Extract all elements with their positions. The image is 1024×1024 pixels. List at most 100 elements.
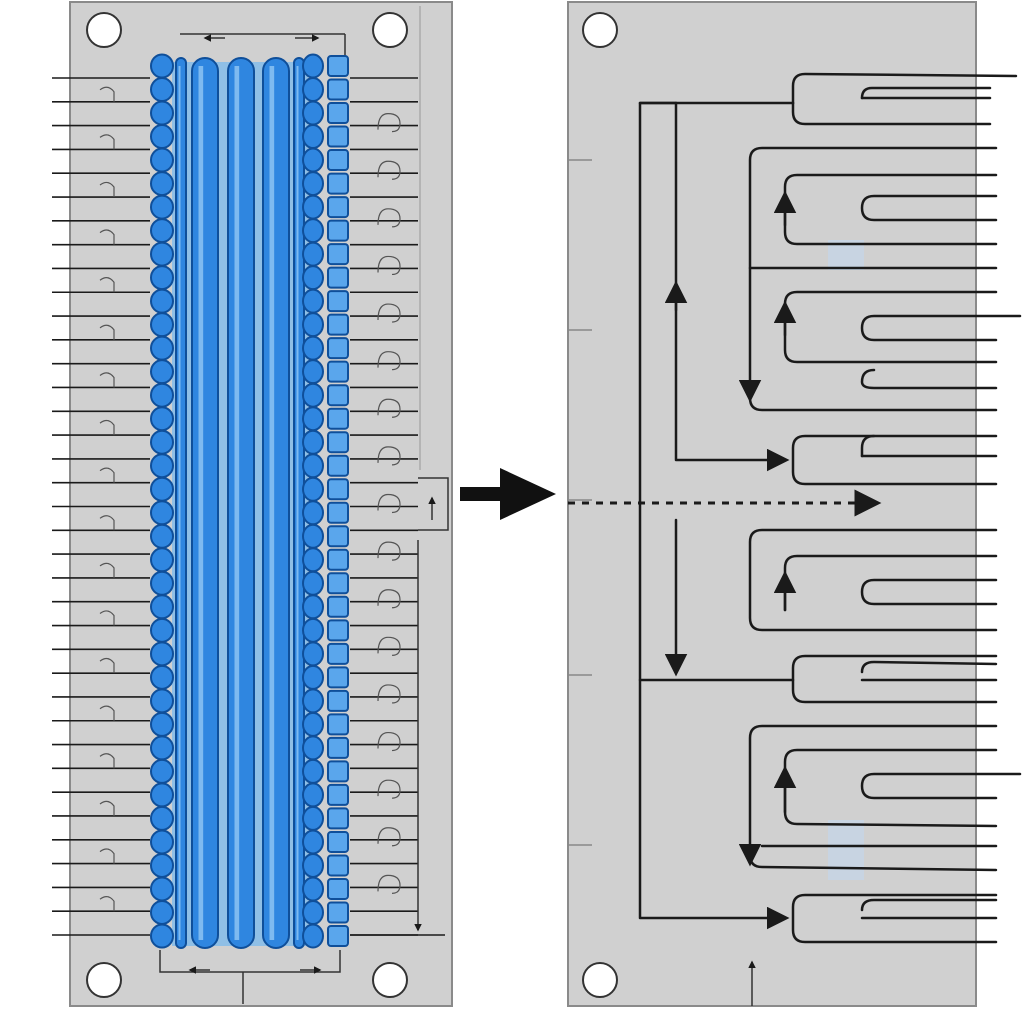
right-bead-outer xyxy=(327,196,349,219)
right-bead-outer xyxy=(327,337,349,360)
right-routing-panel xyxy=(567,1,1022,1007)
g7-outer xyxy=(738,724,998,867)
left-pin-wires xyxy=(52,77,150,936)
g8-tip-a xyxy=(860,898,998,912)
right-pin-loop xyxy=(377,255,401,276)
right-bead-inner xyxy=(302,124,324,150)
right-bead-inner xyxy=(302,218,324,244)
blue-bar xyxy=(293,57,305,949)
right-bead-outer xyxy=(327,478,349,501)
left-bead xyxy=(150,876,174,902)
right-bead-inner xyxy=(302,547,324,573)
right-pin-loop xyxy=(377,827,401,847)
left-bead xyxy=(150,782,174,808)
right-bead-inner xyxy=(302,852,324,878)
right-bead-inner xyxy=(302,899,324,925)
left-bead xyxy=(150,735,174,761)
right-bead-inner xyxy=(302,805,324,831)
left-pin-bend xyxy=(99,515,115,531)
left-bead xyxy=(150,829,174,855)
right-bead-outer xyxy=(327,454,349,477)
left-bead xyxy=(150,547,174,573)
right-bead-inner xyxy=(302,312,324,338)
g3-outer-bottom xyxy=(748,396,998,412)
right-pin-loop xyxy=(377,684,401,704)
left-bead xyxy=(150,312,174,338)
bottom-dimension-bracket xyxy=(159,950,341,1004)
g5-tip xyxy=(860,578,998,606)
right-bead-outer xyxy=(327,760,349,783)
left-pin-bend xyxy=(99,896,115,912)
right-bead-outer xyxy=(327,877,349,900)
left-bead xyxy=(150,100,174,126)
right-bead-inner xyxy=(302,288,324,314)
right-bead-outer xyxy=(327,290,349,313)
right-bead-inner xyxy=(302,335,324,361)
hook-a2 xyxy=(791,72,1018,105)
right-bead-inner xyxy=(302,617,324,643)
right-bead-outer xyxy=(327,807,349,830)
right-bead-outer xyxy=(327,102,349,125)
bar-shine xyxy=(269,66,275,940)
right-bead-outer xyxy=(327,313,349,336)
left-bead xyxy=(150,124,174,150)
left-bead xyxy=(150,335,174,361)
right-pin-loop xyxy=(377,303,401,323)
right-bead-outer xyxy=(327,266,349,289)
right-bead-outer xyxy=(327,55,349,77)
blue-bar xyxy=(175,57,187,949)
right-bead-inner xyxy=(302,688,324,714)
left-bead xyxy=(150,288,174,314)
left-bead xyxy=(150,429,174,455)
right-bead-inner xyxy=(302,500,324,526)
right-bead-inner xyxy=(302,406,324,432)
hook-a1 xyxy=(791,101,992,126)
left-pin-bend xyxy=(99,610,115,626)
left-bead xyxy=(150,758,174,784)
right-bead-outer xyxy=(327,642,349,665)
right-bead-inner xyxy=(302,664,324,690)
right-pin-wires xyxy=(350,77,445,936)
g5-inner xyxy=(783,554,998,612)
left-bead xyxy=(150,594,174,620)
left-connector-panel xyxy=(52,1,453,1007)
right-bead-inner xyxy=(302,735,324,761)
left-pin-bend xyxy=(99,181,115,198)
side-measurement-marker xyxy=(414,6,449,932)
g7-tip xyxy=(860,772,1022,800)
right-pin-loop xyxy=(377,113,401,133)
left-bead xyxy=(150,147,174,173)
right-bead-inner xyxy=(302,53,324,79)
right-pin-loop xyxy=(377,208,401,228)
left-bead xyxy=(150,805,174,831)
right-bead-outer xyxy=(327,172,349,195)
right-pin-loop xyxy=(377,731,401,752)
right-bead-outer xyxy=(327,830,349,853)
right-bead-inner xyxy=(302,359,324,385)
left-bead xyxy=(150,641,174,667)
left-pin-bend xyxy=(99,134,115,150)
right-bead-inner xyxy=(302,382,324,408)
right-pin-loop xyxy=(377,779,401,799)
g6-box xyxy=(791,654,998,704)
upper-loop xyxy=(674,101,790,472)
routing-schematic xyxy=(638,72,1022,944)
right-bead-inner xyxy=(302,923,324,949)
right-bead-outer xyxy=(327,525,349,548)
g4-tip-curve xyxy=(860,434,876,458)
right-bead-outer xyxy=(327,125,349,148)
right-bead-inner xyxy=(302,476,324,502)
mounting-hole-bottom-right xyxy=(372,962,408,998)
left-bead xyxy=(150,406,174,432)
mounting-hole-top-left xyxy=(86,12,122,48)
right-bead-inner xyxy=(302,194,324,220)
g6-tip-a xyxy=(860,660,998,674)
left-bead xyxy=(150,570,174,596)
right-pin-loop xyxy=(377,541,401,561)
right-pin-loop xyxy=(377,160,401,180)
right-bead-inner xyxy=(302,100,324,126)
left-bead xyxy=(150,53,174,79)
right-bead-outer xyxy=(327,219,349,242)
left-pin-bend xyxy=(99,467,115,483)
